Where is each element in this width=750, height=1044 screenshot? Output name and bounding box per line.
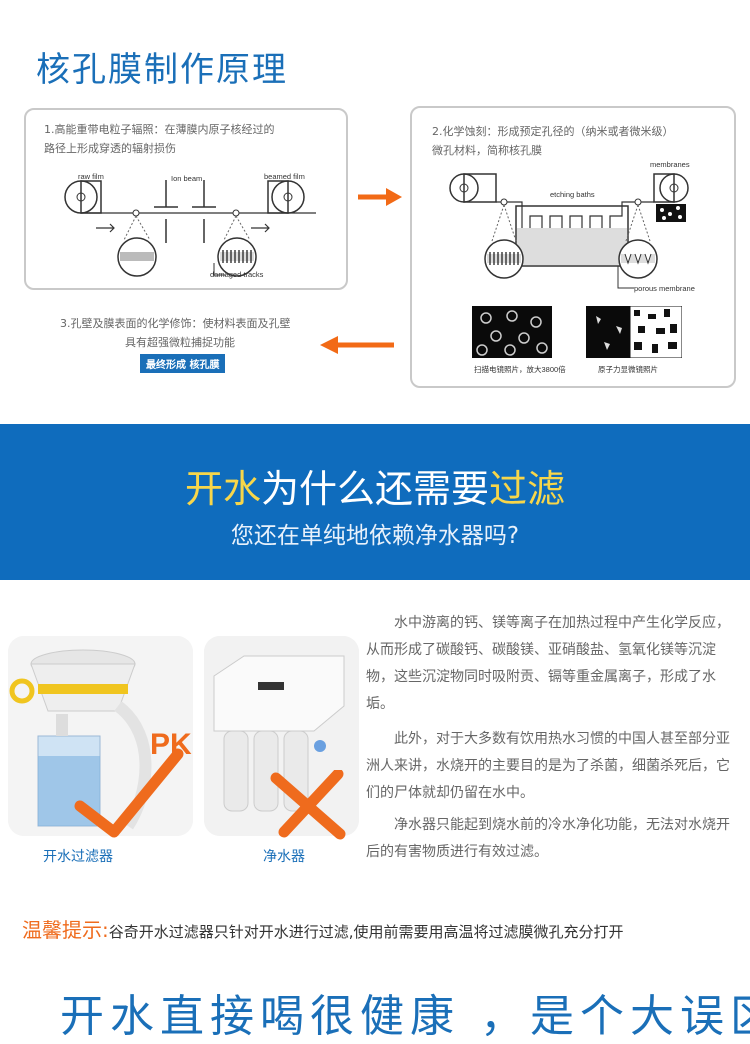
paragraph-3: 净水器只能起到烧水前的冷水净化功能，无法对水烧开后的有害物质进行有效过滤。 [366, 817, 730, 860]
banner-title: 开水为什么还需要过滤 [0, 458, 750, 513]
label-beamed-film: beamed film [264, 172, 305, 181]
banner-title-part3: 过滤 [489, 467, 566, 511]
step2-text-line2: 微孔材料，简称核孔膜 [432, 144, 542, 157]
caption-sem: 扫描电镜照片，放大3800倍 [474, 365, 566, 374]
caption-afm: 原子力显微镜照片 [598, 365, 658, 374]
sem-photo [472, 306, 552, 358]
pk-label: PK [150, 728, 192, 761]
banner-title-part1: 开水 [184, 467, 261, 511]
step3-text-line2: 具有超强微粒捕捉功能 [125, 336, 235, 349]
kettle-filter-caption: 开水过滤器 [43, 849, 113, 865]
label-raw-film: raw film [78, 172, 104, 181]
banner-subtitle: 您还在单纯地依赖净水器吗? [230, 523, 520, 549]
arrow-right-icon [358, 188, 402, 206]
water-purifier-photo [204, 636, 359, 836]
paragraph-2: 此外，对于大多数有饮用热水习惯的中国人甚至部分亚洲人来讲，水烧开的主要目的是为了… [366, 731, 730, 801]
final-badge: 最终形成 核孔膜 [140, 354, 226, 373]
check-icon [74, 748, 184, 838]
etching-diagram [449, 173, 689, 289]
paragraph-1: 水中游离的钙、镁等离子在加热过程中产生化学反应，从而形成了碳酸钙、碳酸镁、亚硝酸… [366, 615, 730, 712]
arrow-left-icon [320, 336, 394, 354]
label-etching-baths: etching baths [550, 190, 595, 199]
warm-tip: 温馨提示:谷奇开水过滤器只针对开水进行过滤,使用前需要用高温将过滤膜微孔充分打开 [22, 914, 624, 943]
water-purifier-caption: 净水器 [263, 849, 305, 865]
step2-panel: 2.化学蚀刻：形成预定孔径的（纳米或者微米级） 微孔材料，简称核孔膜 [410, 106, 736, 388]
label-porous-membrane: porous membrane [634, 284, 695, 293]
step1-panel: 1.高能重带电粒子辐照：在薄膜内原子核经过的 路径上形成穿透的辐射损伤 [24, 108, 348, 290]
irradiation-diagram [64, 180, 316, 277]
section-title: 核孔膜制作原理 [36, 50, 288, 90]
step3-text-line1: 3.孔壁及膜表面的化学修饰：使材料表面及孔壁 [60, 317, 291, 330]
step1-text-line2: 路径上形成穿透的辐射损伤 [44, 142, 176, 155]
step1-text-line1: 1.高能重带电粒子辐照：在薄膜内原子核经过的 [44, 123, 275, 136]
label-ion-beam: Ion beam [171, 174, 203, 183]
question-banner [0, 424, 750, 580]
warm-tip-label: 温馨提示: [22, 918, 109, 942]
label-membranes: membranes [650, 160, 690, 169]
label-damaged-tracks: damaged tracks [210, 270, 264, 279]
afm-photo-2 [630, 306, 682, 358]
step2-text-line1: 2.化学蚀刻：形成预定孔径的（纳米或者微米级） [432, 125, 674, 138]
bottom-heading: 开水直接喝很健康 ，是个大误区 [60, 991, 750, 1042]
warm-tip-text: 谷奇开水过滤器只针对开水进行过滤,使用前需要用高温将过滤膜微孔充分打开 [108, 923, 624, 941]
kettle-filter-photo [8, 636, 193, 836]
banner-title-part2: 为什么还需要 [260, 467, 489, 511]
cross-icon [270, 770, 346, 840]
